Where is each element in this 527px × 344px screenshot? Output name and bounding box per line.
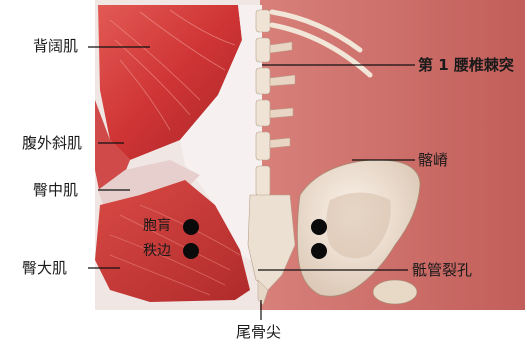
acupoint-zhibian-right-marker (311, 243, 327, 259)
acupoint-baohuang-right-marker (311, 219, 327, 235)
label-external-oblique: 腹外斜肌 (22, 134, 82, 152)
acupoint-baohuang-left-marker (183, 219, 199, 235)
label-point-baohuang: 胞肓 (143, 217, 171, 235)
label-coccyx-tip: 尾骨尖 (236, 323, 281, 341)
label-iliac-crest: 髂嵴 (418, 151, 448, 169)
acupoint-zhibian-left-marker (183, 243, 199, 259)
label-gluteus-maximus: 臀大肌 (22, 259, 67, 277)
femur-head (373, 280, 417, 304)
label-sacral-hiatus: 骶管裂孔 (412, 261, 472, 279)
label-l1-spinous-process: 第 1 腰椎棘突 (418, 56, 514, 74)
label-point-zhibian: 秩边 (143, 242, 171, 260)
lumbar-spine (256, 10, 270, 196)
label-latissimus-dorsi: 背阔肌 (33, 37, 78, 55)
label-gluteus-medius: 臀中肌 (33, 181, 78, 199)
